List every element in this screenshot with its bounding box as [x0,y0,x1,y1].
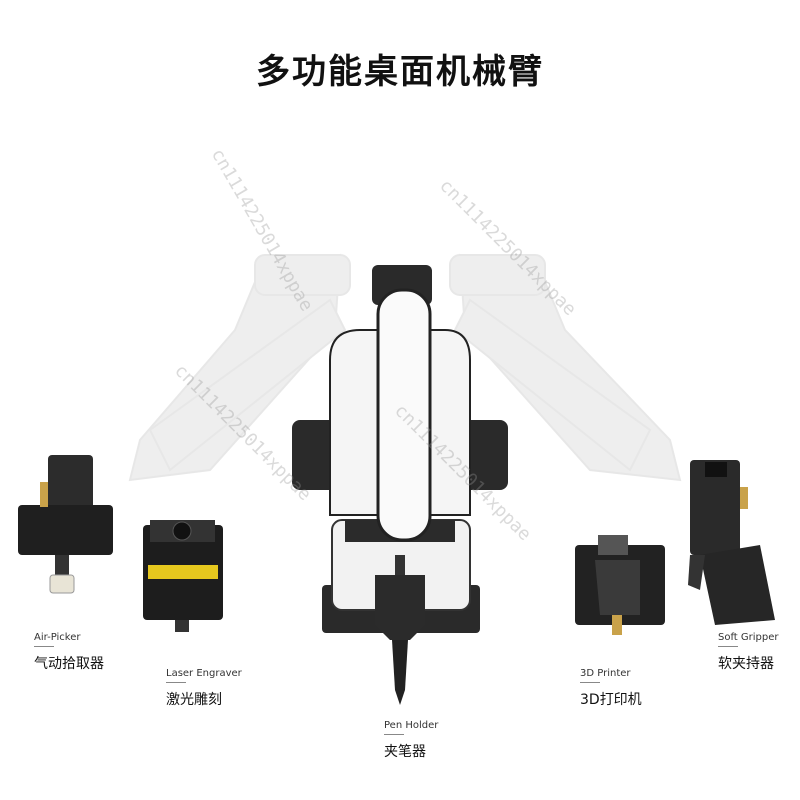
label-divider [718,646,738,647]
label-pen-holder: Pen Holder 夹笔器 [384,720,438,761]
soft-gripper-image [688,460,775,625]
label-air-picker: Air-Picker 气动拾取器 [34,632,104,673]
label-zh: 激光雕刻 [166,692,222,708]
label-zh: 夹笔器 [384,744,426,760]
air-picker-image [18,455,113,594]
label-soft-gripper: Soft Gripper 软夹持器 [718,632,779,673]
label-zh: 软夹持器 [718,656,774,672]
label-zh: 3D打印机 [580,692,642,708]
3d-printer-image [575,535,665,635]
laser-engraver-image [143,520,223,632]
robot-arm [292,265,508,705]
label-en: Laser Engraver [166,668,242,679]
page-title: 多功能桌面机械臂 [256,52,544,92]
ghost-arm-left [128,253,351,482]
label-divider [34,646,54,647]
label-en: Pen Holder [384,720,439,731]
label-3d-printer: 3D Printer 3D打印机 [580,668,642,709]
ghost-arm-right [449,253,682,482]
label-laser-engraver: Laser Engraver 激光雕刻 [166,668,242,709]
label-divider [580,682,600,683]
label-en: Air-Picker [34,632,81,643]
label-divider [166,682,186,683]
label-en: Soft Gripper [718,632,779,643]
label-en: 3D Printer [580,668,631,679]
label-divider [384,734,404,735]
label-zh: 气动拾取器 [34,656,104,672]
